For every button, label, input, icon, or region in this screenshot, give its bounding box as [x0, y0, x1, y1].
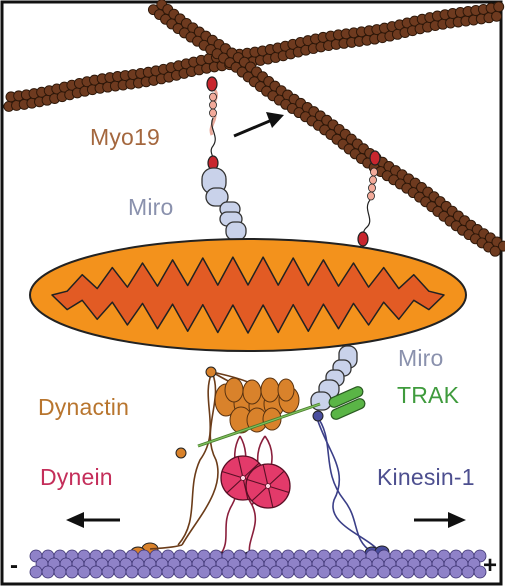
mitochondrion [30, 239, 466, 351]
miro-top-label: Miro [128, 194, 174, 221]
dynactin-label: Dynactin [38, 394, 129, 421]
dynein-label: Dynein [40, 464, 113, 491]
plus-end-label: + [483, 552, 497, 580]
trak-label: TRAK [397, 382, 459, 409]
minus-end-label: - [10, 552, 18, 580]
miro-bottom-label: Miro [398, 345, 444, 372]
myo19-label: Myo19 [90, 124, 160, 151]
kinesin-1-label: Kinesin-1 [377, 464, 475, 491]
microtubule [30, 550, 486, 578]
